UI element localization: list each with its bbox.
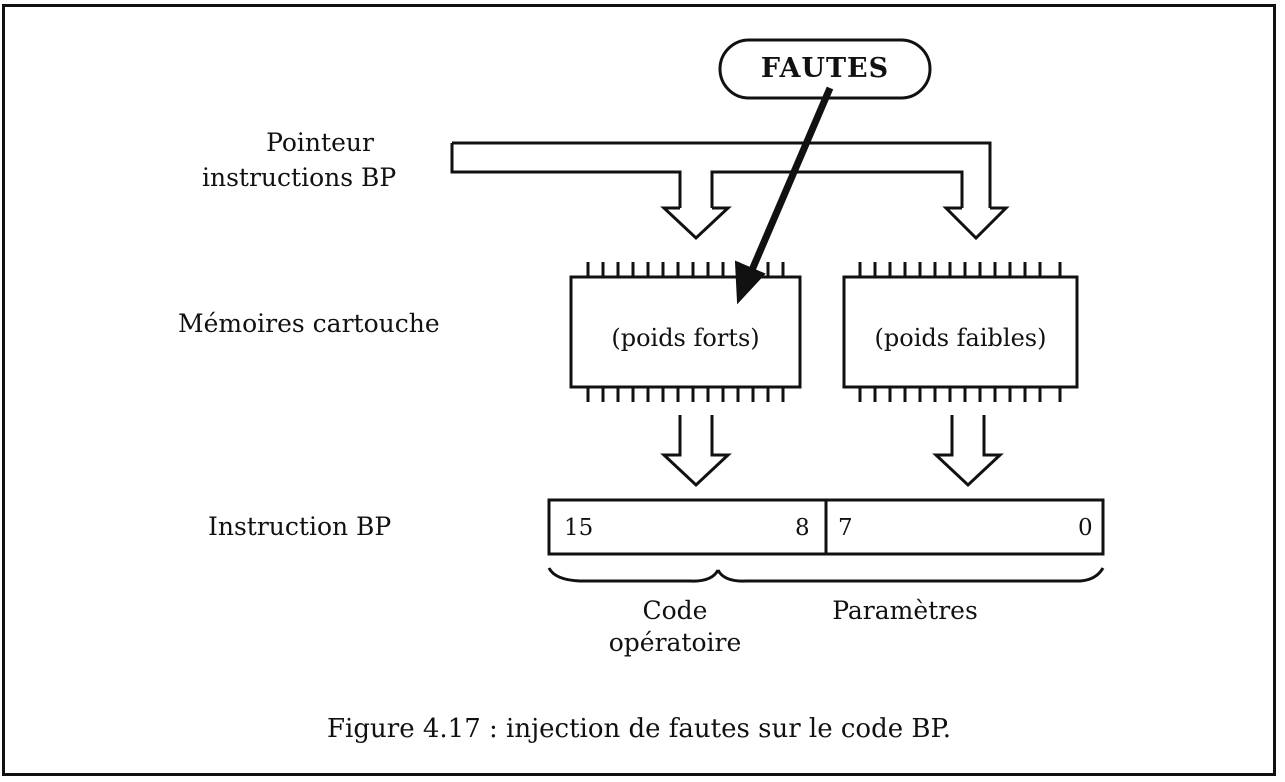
params-label: Paramètres [832,596,978,625]
params-brace [716,567,1105,583]
bit-8: 8 [795,515,810,541]
data-arrow-low [932,415,1004,488]
opcode-label-line1: Code [642,596,708,625]
chip-high-pins-bottom [586,387,785,402]
instruction-label: Instruction BP [208,512,392,541]
opcode-brace [547,567,720,583]
pointer-label-line1: Pointeur [266,128,374,157]
memory-label: Mémoires cartouche [178,309,440,338]
chip-low-label: (poids faibles) [874,324,1047,352]
figure-frame [2,4,1276,776]
chip-low-pins-top [858,262,1062,277]
pointer-arrow-high [660,206,732,241]
fault-arrow-shaft [748,86,834,272]
opcode-label-line2: opératoire [608,628,742,657]
pointer-label-line2: instructions BP [202,163,397,192]
chip-high-label: (poids forts) [611,324,760,352]
chip-low [842,275,1079,389]
faults-label: FAUTES [760,53,890,84]
pointer-arrow-low [942,206,1010,241]
figure-caption: Figure 4.17 : injection de fautes sur le… [327,714,951,744]
pointer-bus [450,141,992,208]
chip-high-pins-top [586,262,785,277]
chip-high [569,275,802,389]
bit-0: 0 [1078,515,1093,541]
bit-15: 15 [564,515,594,541]
data-arrow-high [660,415,732,488]
chip-low-pins-bottom [858,387,1062,402]
fault-arrow-head [734,260,766,305]
bit-7: 7 [838,515,853,541]
